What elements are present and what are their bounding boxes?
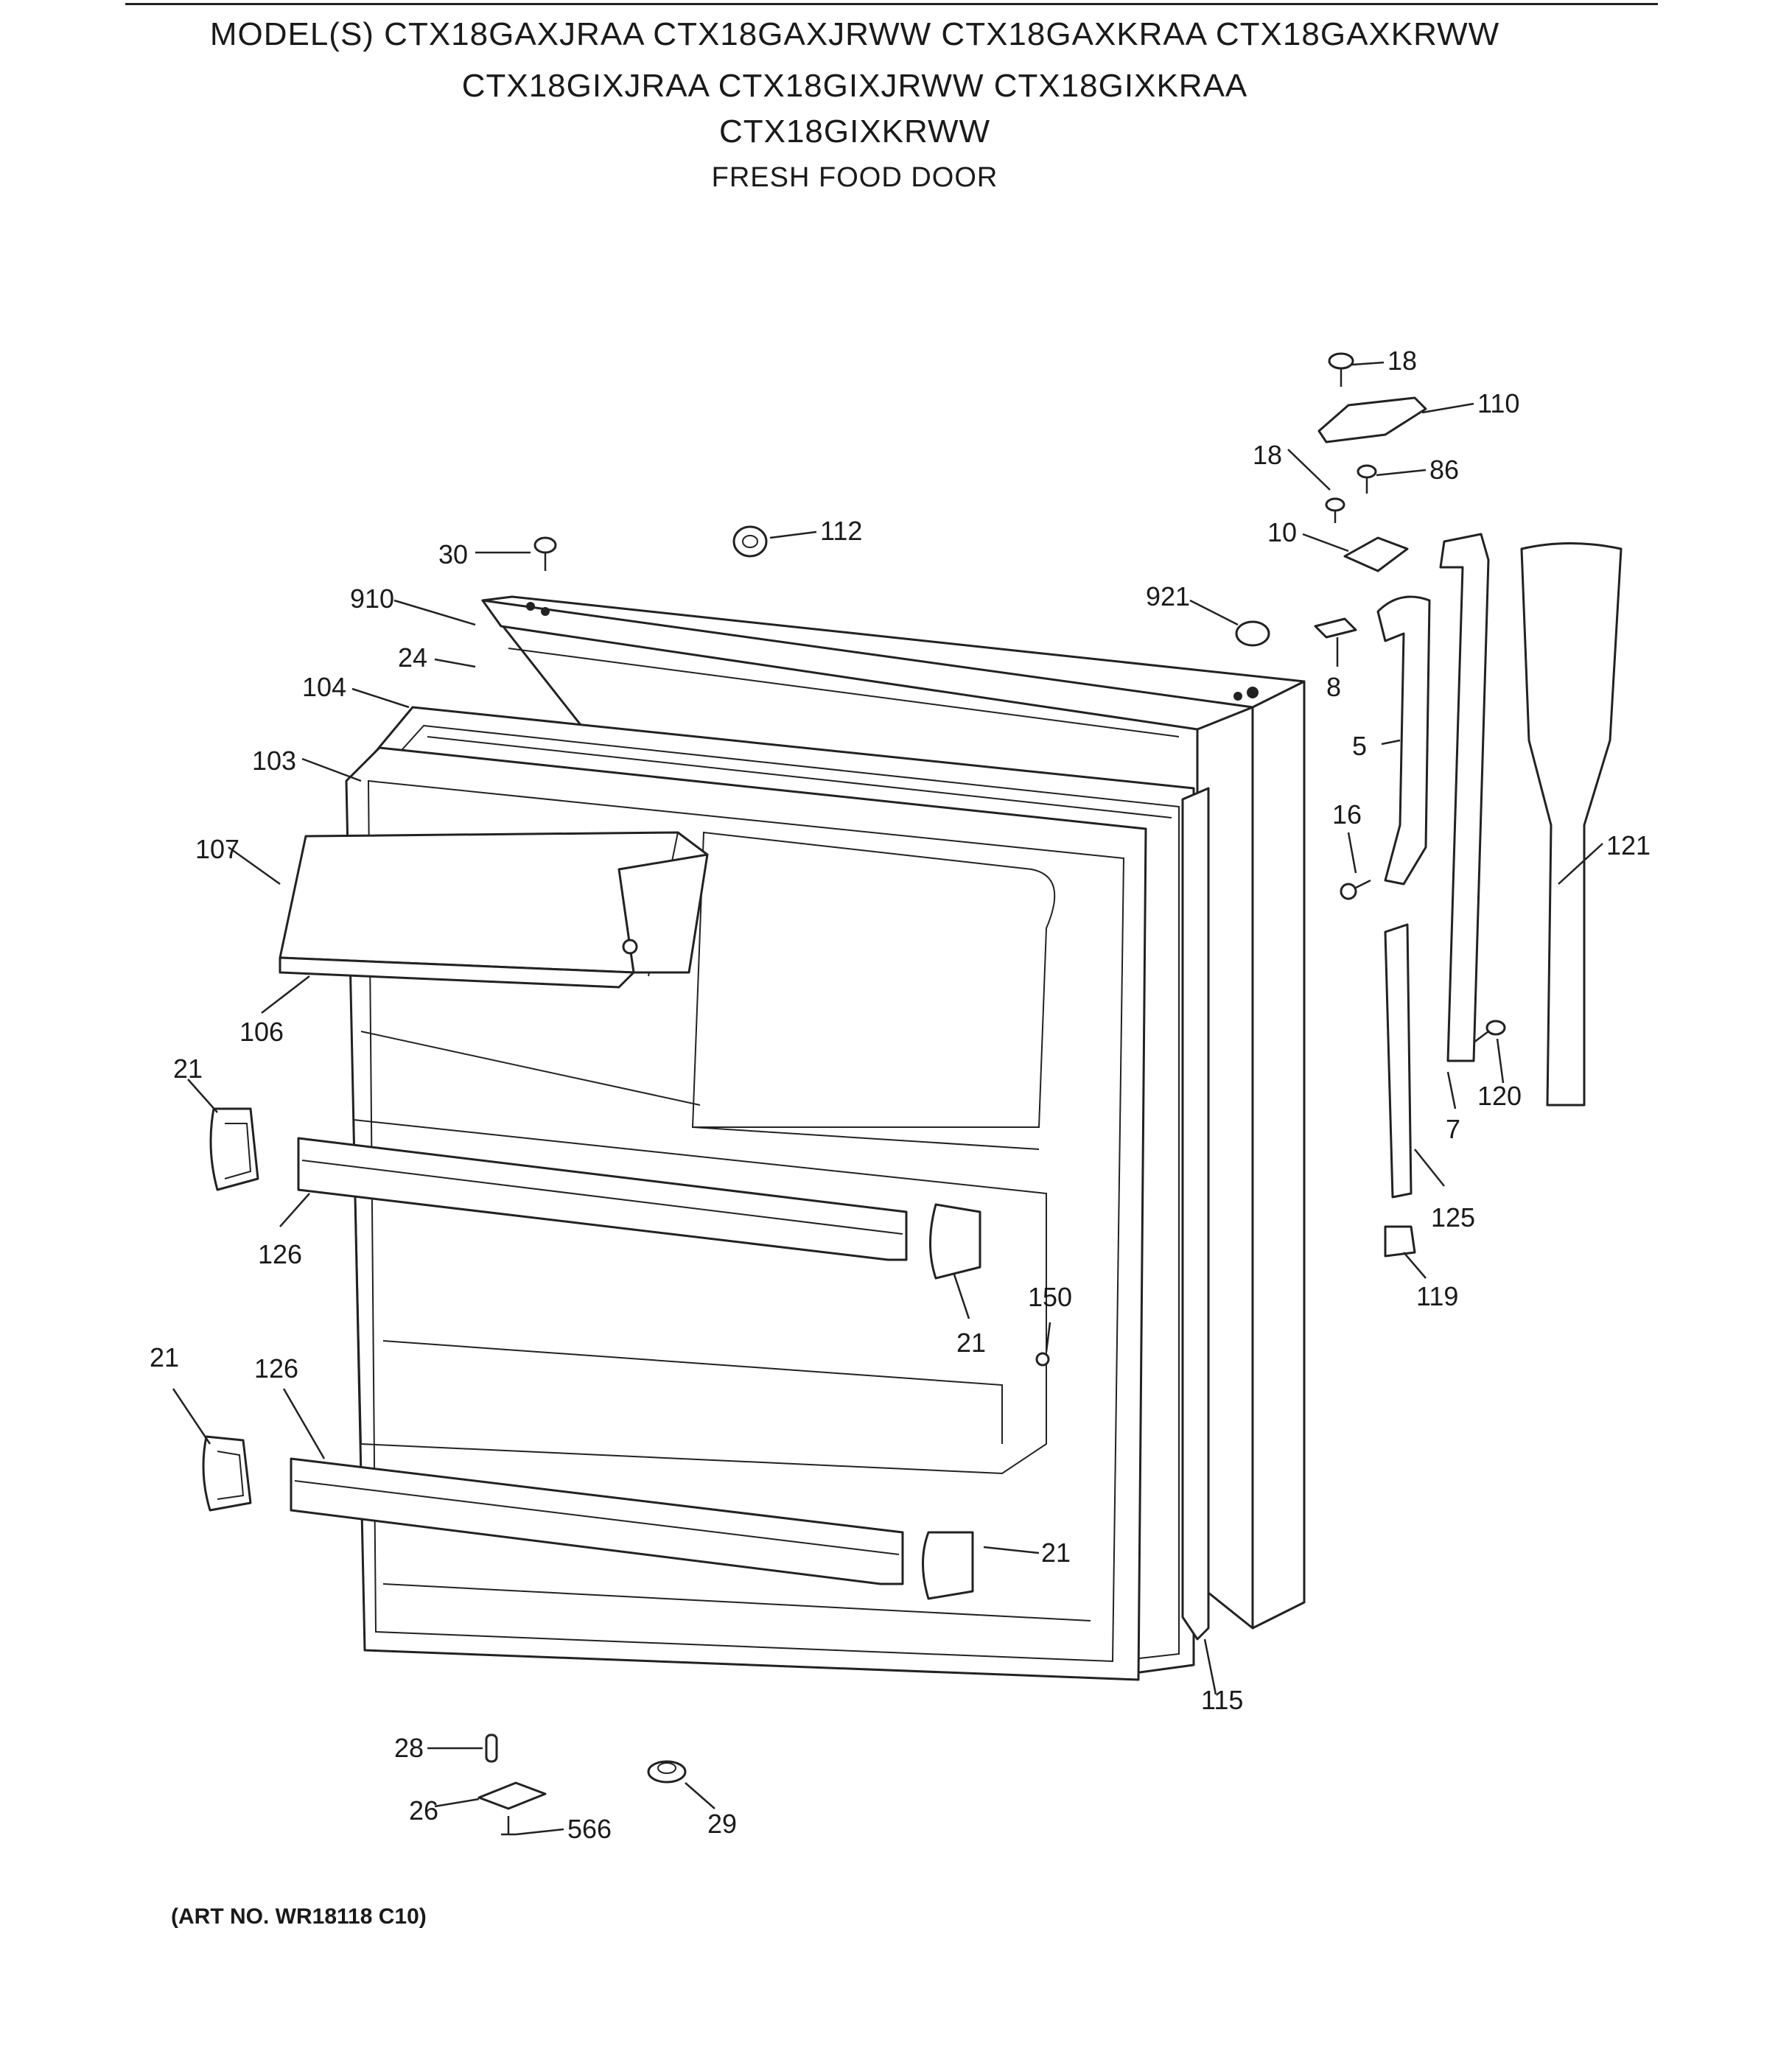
callout-10: 10 (1267, 517, 1297, 547)
callout-115: 115 (1201, 1685, 1243, 1715)
model-list-line-2: CTX18GIXJRAA CTX18GIXJRWW CTX18GIXKRAA (461, 68, 1248, 104)
title-rule (125, 3, 1658, 5)
callout-126: 126 (258, 1239, 302, 1269)
bracket-26 (477, 1781, 547, 1810)
clip-119 (1384, 1225, 1416, 1258)
art-number: (ART NO. WR18118 C10) (171, 1904, 427, 1929)
handle-trim-121 (1520, 542, 1623, 1107)
model-list-line-1: MODEL(S) CTX18GAXJRAA CTX18GAXJRWW CTX18… (209, 16, 1500, 52)
screw-120 (1473, 1020, 1506, 1043)
pin-28 (485, 1733, 498, 1763)
callout-21: 21 (150, 1342, 179, 1372)
bar-cap-left-lower (202, 1435, 252, 1512)
plug-112 (732, 525, 768, 558)
section-title: FRESH FOOD DOOR (711, 162, 998, 193)
bar-cap-right-lower (922, 1531, 974, 1600)
screw-18 (1325, 497, 1345, 523)
bar-cap-left-upper (209, 1107, 259, 1191)
callout-104: 104 (302, 672, 346, 702)
hinge-10 (1343, 536, 1409, 572)
callout-21: 21 (1041, 1538, 1071, 1568)
screw-86 (1357, 464, 1377, 494)
bushing-29 (647, 1760, 687, 1784)
dairy-door (279, 831, 709, 989)
screw-30 (533, 536, 557, 571)
gasket-strip (1181, 787, 1210, 1641)
screw-16 (1340, 879, 1371, 900)
shelf-bar-lower (290, 1457, 904, 1585)
screw-566 (501, 1816, 516, 1836)
hinge-bracket-7 (1439, 533, 1490, 1062)
leader-lines (172, 361, 1603, 1836)
callout-910: 910 (350, 583, 394, 614)
bar-cap-right-upper (929, 1203, 981, 1280)
callout-110: 110 (1477, 388, 1519, 418)
callout-121: 121 (1606, 830, 1651, 860)
callout-18: 18 (1387, 346, 1417, 376)
callout-labels: 18 110 18 86 10 30 112 910 921 24 8 104 … (150, 346, 1651, 1844)
handle-bracket-125 (1384, 923, 1413, 1199)
callout-126: 126 (254, 1353, 298, 1384)
hinge-cover-110 (1317, 396, 1427, 443)
shelf-bar-upper (297, 1137, 908, 1261)
callout-24: 24 (398, 642, 427, 673)
callout-18: 18 (1253, 440, 1282, 470)
hinge-pin-8 (1314, 617, 1357, 639)
callout-29: 29 (707, 1809, 737, 1839)
callout-566: 566 (567, 1814, 612, 1844)
callout-28: 28 (394, 1733, 424, 1763)
callout-16: 16 (1332, 799, 1362, 830)
callout-125: 125 (1431, 1202, 1475, 1233)
callout-5: 5 (1352, 731, 1367, 761)
handle-5 (1376, 595, 1431, 886)
callout-112: 112 (820, 516, 862, 546)
callout-107: 107 (195, 834, 239, 864)
screw-top-18 (1328, 352, 1354, 387)
callout-86: 86 (1429, 455, 1459, 485)
callout-106: 106 (239, 1017, 284, 1047)
callout-103: 103 (252, 746, 296, 776)
callout-7: 7 (1446, 1114, 1460, 1144)
callout-921: 921 (1146, 581, 1190, 611)
screw-150 (1035, 1352, 1050, 1367)
callout-119: 119 (1416, 1281, 1458, 1311)
callout-120: 120 (1477, 1081, 1522, 1111)
callout-30: 30 (438, 539, 468, 569)
plug-921 (1235, 620, 1270, 647)
callout-150: 150 (1028, 1282, 1072, 1312)
model-list-line-3: CTX18GIXKRWW (718, 113, 991, 150)
callout-26: 26 (409, 1795, 438, 1826)
callout-8: 8 (1326, 672, 1341, 702)
callout-21: 21 (956, 1328, 986, 1358)
callout-21: 21 (173, 1053, 203, 1084)
